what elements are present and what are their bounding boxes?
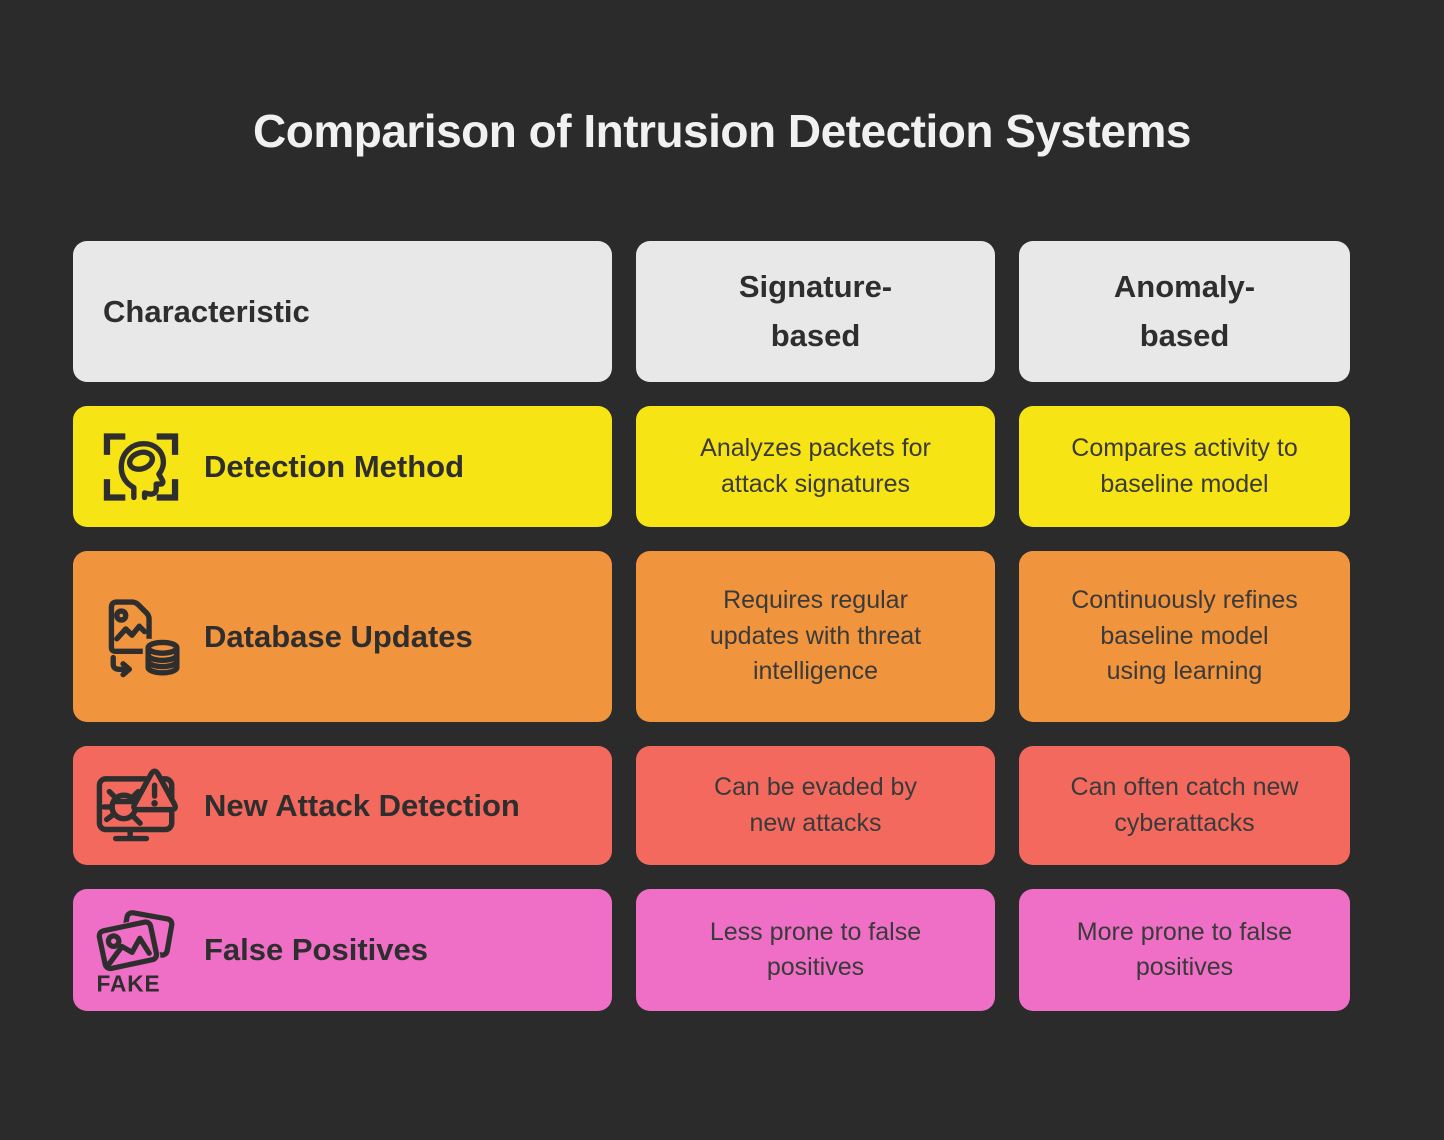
cell-text: Compares activity to baseline model [1071, 434, 1298, 498]
cell-text: More prone to false positives [1076, 917, 1293, 982]
header-anomaly-based: Anomaly- based [1019, 241, 1350, 382]
row-label: False Positives [204, 932, 429, 967]
fake-image-icon: FAKE [93, 904, 189, 997]
head-scan-icon [93, 424, 189, 510]
fake-caption: FAKE [96, 970, 160, 996]
cell-detection-anomaly: Compares activity to baseline model [1019, 406, 1350, 527]
row-false-positives-label: FAKE False Positives [73, 889, 612, 1011]
header-anomaly-label: Anomaly- based [1113, 269, 1256, 353]
cell-database-anomaly: Continuously refines baseline model usin… [1019, 551, 1350, 722]
row-new-attack-detection-label: New Attack Detection [73, 746, 612, 865]
comparison-table: Characteristic Signature- based Anomaly-… [73, 241, 1350, 1011]
cell-text: Requires regular updates with threat int… [709, 586, 922, 686]
cell-falsepos-anomaly: More prone to false positives [1019, 889, 1350, 1011]
header-signature-based: Signature- based [636, 241, 995, 382]
cell-falsepos-signature: Less prone to false positives [636, 889, 995, 1011]
cell-detection-signature: Analyzes packets for attack signatures [636, 406, 995, 527]
row-label: New Attack Detection [204, 787, 520, 823]
row-label: Database Updates [204, 618, 473, 654]
cell-text: Can often catch new cyberattacks [1070, 773, 1299, 837]
cell-text: Less prone to false positives [709, 917, 922, 982]
cell-text: Continuously refines baseline model usin… [1071, 586, 1298, 686]
row-detection-method-label: Detection Method [73, 406, 612, 527]
row-label: Detection Method [204, 448, 465, 484]
page-title: Comparison of Intrusion Detection System… [253, 105, 1191, 157]
cell-newattack-signature: Can be evaded by new attacks [636, 746, 995, 865]
cell-database-signature: Requires regular updates with threat int… [636, 551, 995, 722]
cell-newattack-anomaly: Can often catch new cyberattacks [1019, 746, 1350, 865]
header-characteristic: Characteristic [73, 241, 612, 382]
bug-alert-monitor-icon [93, 764, 189, 848]
cell-text: Analyzes packets for attack signatures [700, 434, 931, 498]
row-database-updates-label: Database Updates [73, 551, 612, 722]
cell-text: Can be evaded by new attacks [714, 773, 917, 837]
image-to-database-icon [93, 594, 189, 680]
header-signature-label: Signature- based [738, 269, 893, 353]
header-characteristic-label: Characteristic [103, 293, 310, 329]
